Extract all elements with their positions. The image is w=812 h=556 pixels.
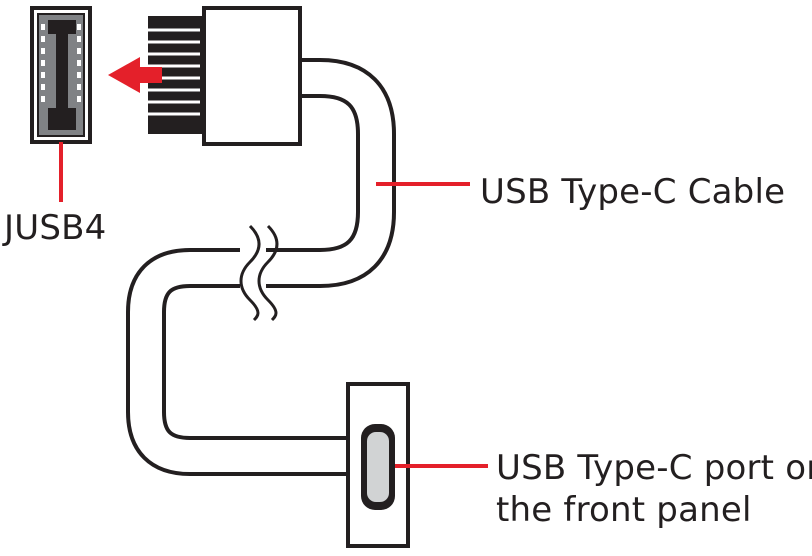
callout-lines (59, 142, 488, 468)
arrow-left-icon (108, 57, 162, 93)
break-mark-icon (239, 224, 279, 322)
cable-upper-section (262, 58, 396, 288)
cable-lower-section (126, 248, 348, 476)
jusb4-header (30, 6, 92, 144)
cable-label: USB Type-C Cable (480, 172, 786, 212)
port-label-line1: USB Type-C port on (496, 448, 812, 488)
cable-plug (148, 6, 302, 146)
jusb4-label: JUSB4 (4, 208, 107, 248)
port-label-line2: the front panel (496, 490, 752, 530)
